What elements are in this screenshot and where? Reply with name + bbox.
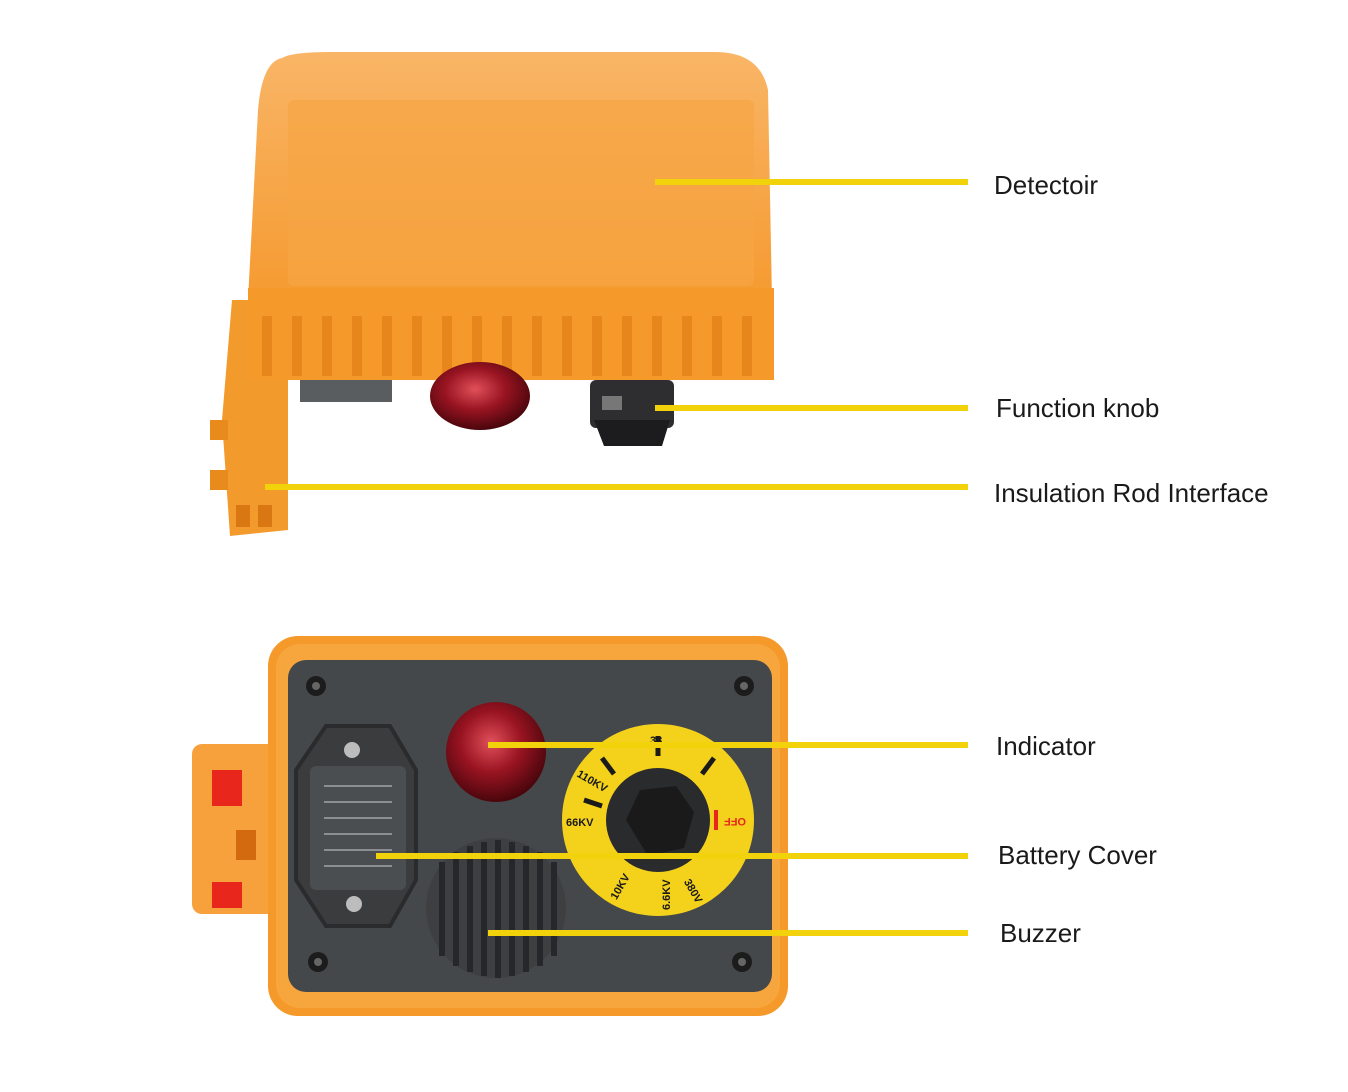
indicator-lamp-side xyxy=(430,362,530,430)
selector-dial: 33 110KV 66KV 10KV 6.6KV 380V OFF xyxy=(562,724,754,916)
callout-label-buzzer: Buzzer xyxy=(1000,918,1081,948)
indicator-lamp-front xyxy=(446,702,546,802)
callout-lines xyxy=(265,179,968,936)
battery-cover-part xyxy=(294,724,418,928)
callout-label-indicator: Indicator xyxy=(996,731,1096,761)
detector-face-view: 33 110KV 66KV 10KV 6.6KV 380V OFF xyxy=(192,636,788,1016)
function-knob-side xyxy=(590,380,674,446)
callout-label-detectoir: Detectoir xyxy=(994,170,1099,200)
callout-label-function-knob: Function knob xyxy=(996,393,1160,423)
callout-label-battery-cover: Battery Cover xyxy=(998,840,1157,870)
dial-mark-6-6kv: 6.6KV xyxy=(661,879,673,910)
buzzer-grille xyxy=(426,838,566,978)
underside-connector xyxy=(300,380,392,402)
dial-mark-off: OFF xyxy=(724,815,746,827)
callout-label-insulation-rod-interface: Insulation Rod Interface xyxy=(994,478,1269,508)
detector-side-view xyxy=(210,52,774,536)
dial-mark-66kv: 66KV xyxy=(566,817,594,829)
